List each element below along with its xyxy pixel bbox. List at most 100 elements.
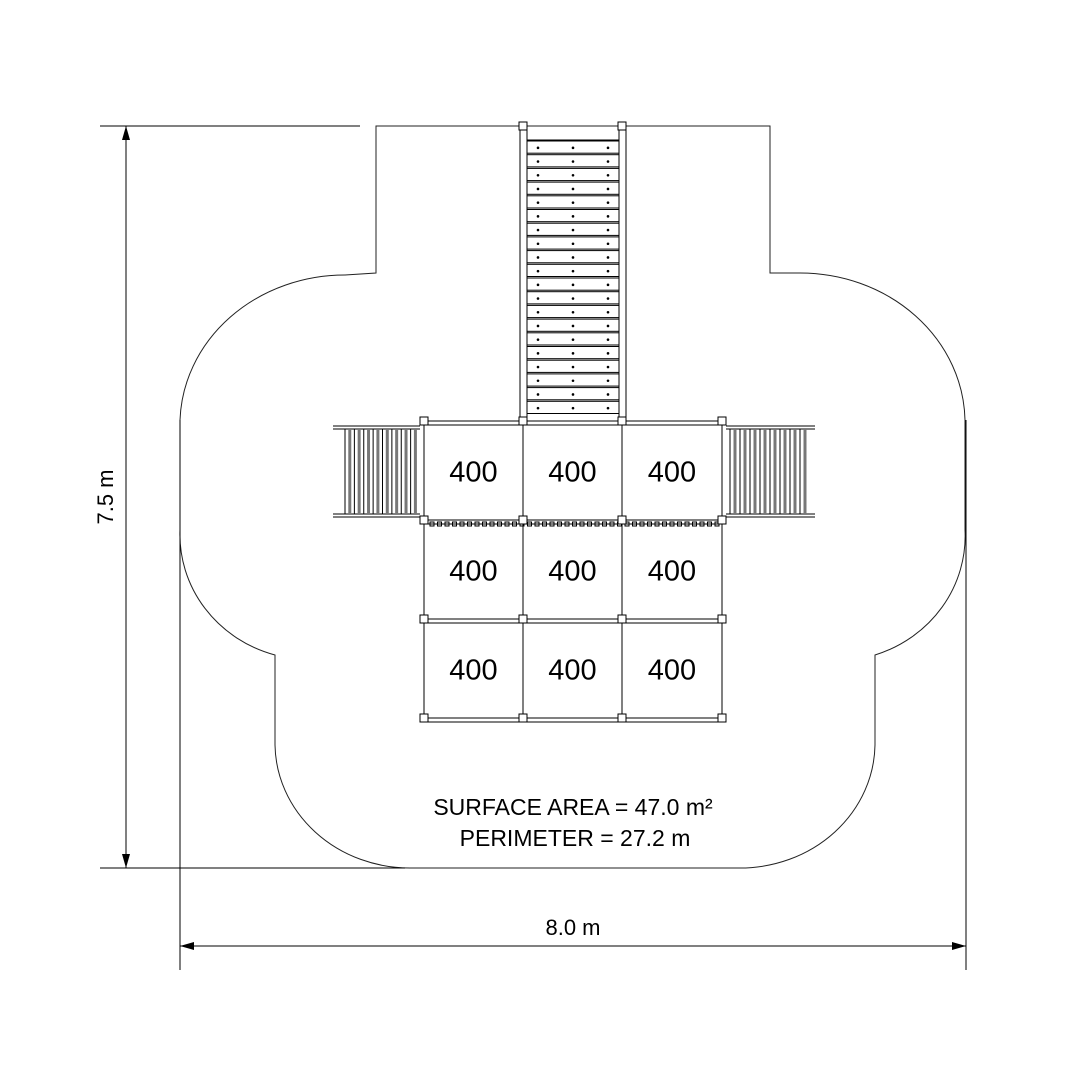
rail-baluster [579, 521, 585, 527]
stair-tread [803, 429, 807, 514]
rail-baluster [572, 521, 577, 527]
tile-height-label: 400 [449, 556, 497, 588]
rail-baluster [557, 521, 562, 527]
bolt-icon [571, 324, 575, 328]
bolt-icon [606, 146, 610, 150]
bolt-icon [536, 256, 540, 259]
stair-tread [743, 429, 747, 514]
tile-height-label: 400 [548, 457, 596, 489]
rail-baluster [639, 521, 645, 527]
tile-height-label: 400 [548, 556, 596, 588]
rail-baluster [669, 521, 675, 527]
climbing-ladder [519, 127, 627, 421]
rail-baluster [647, 521, 652, 527]
bolt-icon [536, 228, 540, 232]
stair-tread [395, 429, 399, 514]
rail-baluster [489, 521, 495, 527]
tile-height-label: 400 [648, 457, 696, 489]
posts [419, 121, 727, 723]
safety-zone-outline [179, 125, 966, 869]
bolt-icon [606, 269, 610, 273]
bolt-icon [571, 365, 575, 369]
stair-tread [783, 429, 787, 514]
stair-tread [773, 429, 777, 514]
bolt-icon [571, 379, 575, 383]
width-dimension [179, 420, 967, 970]
rail-baluster [444, 521, 450, 527]
width-label: 8.0 m [545, 915, 600, 940]
tile-height-label: 400 [449, 655, 497, 687]
bolt-icon [536, 297, 540, 300]
rail-baluster [699, 521, 705, 527]
bolt-icon [571, 228, 575, 232]
bolt-icon [536, 187, 540, 191]
stair-tread [385, 429, 389, 514]
stair-tread [367, 429, 371, 514]
stair-tread [763, 429, 767, 514]
bolt-icon [571, 256, 575, 259]
bolt-icon [571, 242, 575, 246]
bolt-icon [536, 283, 540, 287]
bolt-icon [606, 215, 610, 218]
post-icon [419, 515, 429, 525]
rail-baluster [429, 521, 435, 527]
stair-tread [733, 429, 737, 514]
bolt-icon [606, 393, 610, 396]
stair-tread [357, 429, 361, 514]
tile-height-label: 400 [548, 655, 596, 687]
perimeter-text: PERIMETER = 27.2 m [460, 825, 691, 851]
post-icon [717, 416, 727, 426]
bolt-icon [571, 187, 575, 191]
tile-height-label: 400 [648, 556, 696, 588]
bolt-icon [606, 256, 610, 259]
rail-baluster [437, 521, 442, 527]
bolt-icon [606, 379, 610, 383]
post-icon [617, 515, 627, 525]
bolt-icon [606, 310, 610, 314]
stair-tread [404, 429, 408, 514]
rail-baluster [497, 521, 502, 527]
bolt-icon [536, 379, 540, 383]
tile-height-label: 400 [449, 457, 497, 489]
rail-baluster [632, 521, 637, 527]
bolt-icon [606, 297, 610, 300]
rail-baluster [594, 521, 600, 527]
right-stair [726, 425, 815, 518]
rail-baluster [452, 521, 457, 527]
height-dimension [100, 125, 405, 869]
bolt-icon [606, 324, 610, 328]
bolt-icon [606, 283, 610, 287]
post-icon [419, 614, 429, 624]
rail-baluster [707, 521, 712, 527]
post-icon [518, 713, 528, 723]
bolt-icon [571, 406, 575, 410]
rail-baluster [482, 521, 487, 527]
stair-tread [753, 429, 757, 514]
surface-area-text: SURFACE AREA = 47.0 m² [433, 794, 713, 820]
post-icon [419, 713, 429, 723]
left-stair [333, 425, 420, 518]
bolt-icon [536, 310, 540, 314]
stair-tread [348, 429, 352, 514]
bolt-icon [571, 146, 575, 150]
rail-baluster [459, 521, 465, 527]
bolt-icon [606, 338, 610, 341]
bolt-icon [606, 242, 610, 246]
rail-baluster [654, 521, 660, 527]
bolt-icon [606, 201, 610, 204]
post-icon [717, 515, 727, 525]
rail-baluster [512, 521, 517, 527]
bolt-icon [606, 173, 610, 177]
bolt-icon [571, 338, 575, 341]
bolt-icon [536, 269, 540, 273]
bolt-icon [571, 283, 575, 287]
post-icon [617, 416, 627, 426]
bolt-icon [606, 160, 610, 163]
bolt-icon [536, 365, 540, 369]
rail-baluster [564, 521, 570, 527]
bolt-icon [536, 242, 540, 246]
bolt-icon [536, 173, 540, 177]
bolt-icon [536, 160, 540, 163]
